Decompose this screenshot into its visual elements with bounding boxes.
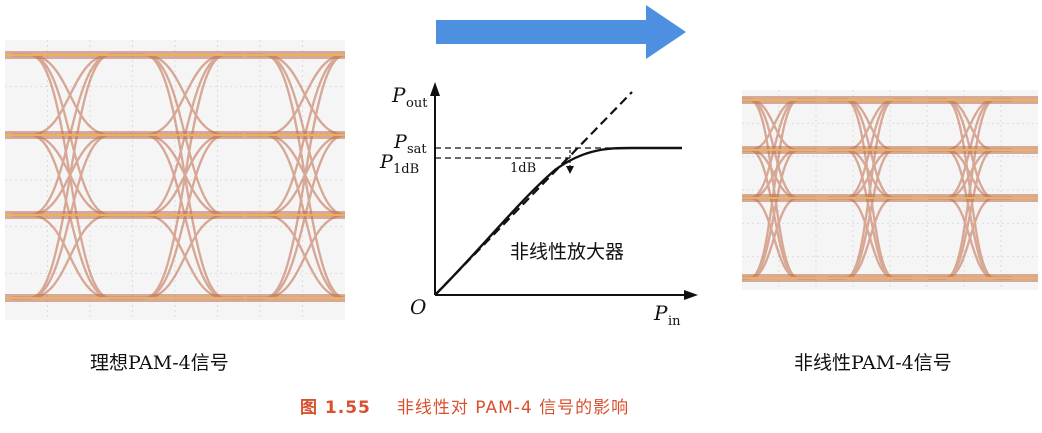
ideal-pam4-caption: 理想PAM-4信号 <box>90 352 229 374</box>
p1db-subscript: 1dB <box>393 162 419 177</box>
right-arrow-icon <box>436 5 686 59</box>
x-axis-subscript: in <box>668 314 681 329</box>
x-axis-label: P <box>653 301 668 325</box>
eye-transition-trace <box>247 53 345 300</box>
db-drop-label: 1dB <box>510 161 536 176</box>
figure-caption: 图 1.55 非线性对 PAM-4 信号的影响 <box>300 393 629 418</box>
x-axis-arrowhead <box>684 290 698 300</box>
psat-subscript: sat <box>407 142 427 157</box>
y-axis-subscript: out <box>406 96 428 111</box>
p1db-label: P <box>379 151 394 173</box>
compression-arrowhead <box>566 166 574 174</box>
y-axis-label: P <box>391 83 406 107</box>
y-axis-arrowhead <box>430 82 440 96</box>
amplifier-label: 非线性放大器 <box>510 241 624 263</box>
eye-transition-trace <box>12 53 128 300</box>
ideal-pam4-eye-diagram <box>5 40 345 320</box>
figure-title: 非线性对 PAM-4 信号的影响 <box>396 398 630 418</box>
origin-label: O <box>410 295 426 319</box>
arrow-shape <box>436 5 686 59</box>
amplifier-transfer-curve: P out P sat P 1dB 1dB 非线性放大器 O P in <box>379 82 698 329</box>
nonlinear-pam4-eye-diagram <box>742 90 1038 290</box>
nonlinear-pam4-caption: 非线性PAM-4信号 <box>794 352 952 374</box>
figure-number: 图 1.55 <box>300 398 371 418</box>
eye-transition-trace <box>127 53 243 300</box>
saturation-curve <box>434 146 682 296</box>
psat-label: P <box>393 131 408 153</box>
